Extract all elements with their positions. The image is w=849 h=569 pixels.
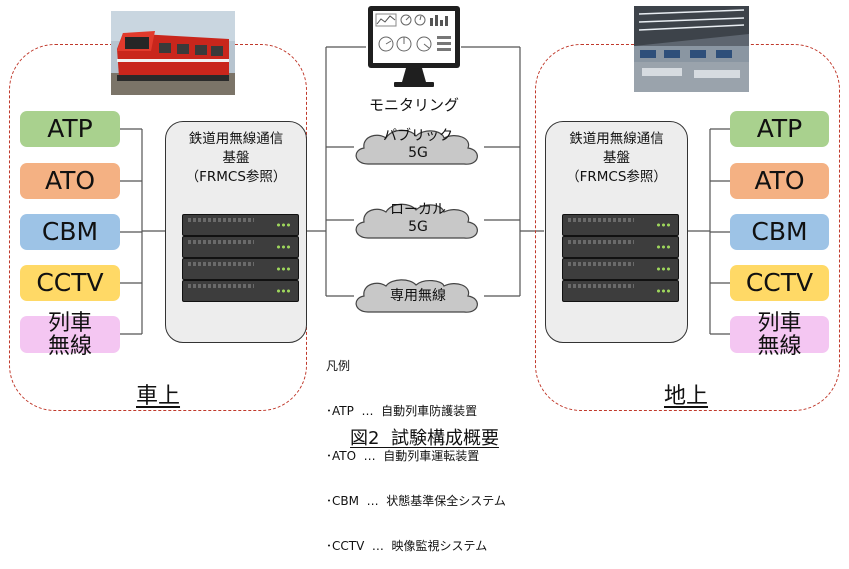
cloud-dedicated-radio (355, 279, 478, 313)
server-icon (562, 280, 679, 302)
ground-system-cctv: CCTV (730, 265, 829, 301)
train-photo (111, 11, 235, 95)
onboard-label: 車上 (136, 384, 181, 409)
legend-item-cbm: ･CBM … 状態基準保全システム (326, 494, 506, 508)
network-label-dedicated-radio: 専用無線 (390, 288, 446, 304)
server-icon (562, 236, 679, 258)
onboard-platform-title-2: 基盤 (222, 150, 250, 166)
monitor-icon (366, 4, 462, 90)
server-icon (182, 214, 299, 236)
ground-platform: 鉄道用無線通信 基盤 （FRMCS参照） (545, 121, 688, 343)
control-room-photo (634, 6, 749, 92)
ground-label: 地上 (664, 384, 709, 409)
onboard-platform-title-1: 鉄道用無線通信 (188, 131, 284, 147)
ground-system-train-radio: 列車 無線 (730, 312, 829, 358)
connection-lines (120, 46, 730, 335)
ground-system-ato: ATO (730, 163, 829, 199)
cloud-local-5g (355, 203, 478, 239)
ground-platform-title-2: 基盤 (603, 150, 630, 166)
server-icon (182, 258, 299, 280)
onboard-system-train-radio: 列車 無線 (20, 312, 120, 358)
network-label-public-5g: パブリック 5G (383, 128, 453, 161)
server-icon (562, 214, 679, 236)
onboard-system-cbm: CBM (20, 214, 120, 250)
ground-platform-title-1: 鉄道用無線通信 (569, 131, 664, 147)
cloud-public-5g (355, 129, 478, 165)
server-icon (562, 258, 679, 280)
figure-caption: 図2 試験構成概要 (350, 428, 499, 449)
onboard-platform: 鉄道用無線通信 基盤 （FRMCS参照） (165, 121, 307, 343)
ground-system-cbm: CBM (730, 214, 829, 250)
network-label-local-5g: ローカル 5G (390, 202, 446, 235)
onboard-platform-title-3: （FRMCS参照） (185, 169, 287, 185)
onboard-system-atp: ATP (20, 111, 120, 147)
legend-title: 凡例 (326, 359, 351, 373)
server-icon (182, 236, 299, 258)
ground-system-atp: ATP (730, 111, 829, 147)
onboard-system-ato: ATO (20, 163, 120, 199)
monitor-label: モニタリング (368, 96, 459, 114)
legend-item-atp: ･ATP … 自動列車防護装置 (326, 404, 478, 418)
server-icon (182, 280, 299, 302)
onboard-system-cctv: CCTV (20, 265, 120, 301)
legend-item-cctv: ･CCTV … 映像監視システム (326, 539, 488, 553)
ground-platform-title-3: （FRMCS参照） (566, 169, 667, 185)
